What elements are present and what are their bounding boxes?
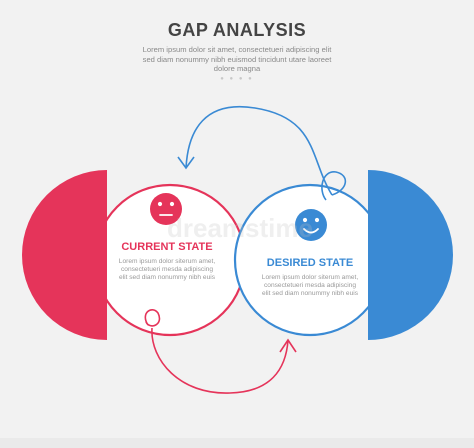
happy-face-icon <box>295 209 327 241</box>
current-state-title: CURRENT STATE <box>121 241 213 253</box>
neutral-face-icon <box>150 193 182 225</box>
bottom-connector-arrow <box>144 309 289 394</box>
watermark: dreamstime <box>167 213 313 243</box>
top-arrowhead-icon <box>177 156 195 170</box>
page-title: GAP ANALYSIS <box>167 20 307 40</box>
page-subtitle: Lorem ipsum dolor sit amet, consectetuer… <box>142 45 332 74</box>
desired-state-node <box>233 170 453 340</box>
current-state-description: Lorem ipsum dolor siterum amet, consecte… <box>118 258 216 282</box>
footer-band <box>0 438 474 448</box>
bottom-arrowhead-icon <box>279 338 297 353</box>
top-connector-arrow <box>185 105 347 201</box>
current-state-node <box>22 170 247 340</box>
desired-state-title: DESIRED STATE <box>266 257 354 269</box>
desired-state-description: Lorem ipsum dolor siterum amet, consecte… <box>261 274 359 298</box>
pagination-dots: ● ● ● ● <box>220 76 254 82</box>
